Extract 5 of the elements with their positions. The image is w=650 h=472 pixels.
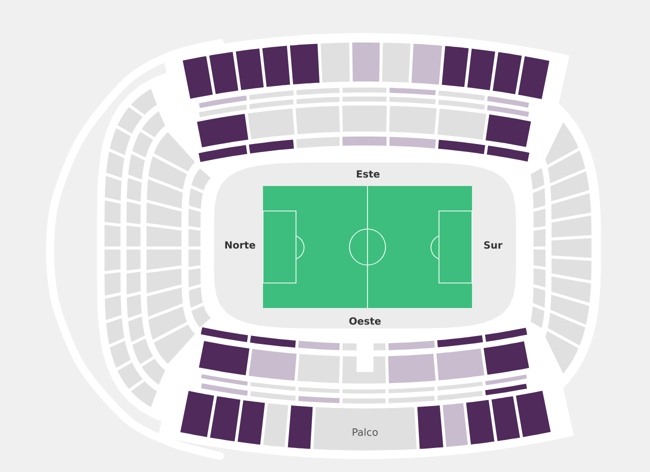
stand-label: Norte	[225, 241, 256, 249]
seat-section: Palco	[313, 407, 417, 450]
stand-label: Este	[356, 170, 380, 178]
stand-label: Sur	[484, 241, 502, 249]
stand-label: Oeste	[349, 317, 381, 325]
